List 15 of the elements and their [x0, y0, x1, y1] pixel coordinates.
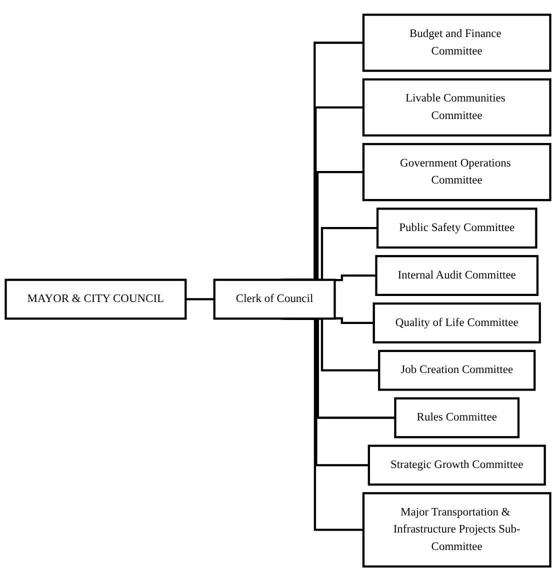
node-box: MAYOR & CITY COUNCIL	[4, 278, 187, 320]
connector	[334, 274, 376, 282]
node-box: Quality of Life Committee	[372, 302, 541, 344]
node-box: Internal Audit Committee	[375, 254, 539, 296]
node-box: Government Operations Committee	[362, 142, 552, 202]
node-box: Livable Communities Committee	[362, 78, 552, 136]
node-box: Job Creation Committee	[378, 350, 536, 391]
connector	[334, 317, 374, 324]
node-box: Strategic Growth Committee	[368, 444, 546, 486]
node-box: Rules Committee	[394, 397, 520, 438]
connector	[186, 298, 214, 300]
node-box: Clerk of Council	[213, 278, 336, 320]
node-box: Public Safety Committee	[376, 208, 538, 248]
node-box: Budget and Finance Committee	[362, 14, 552, 72]
node-box: Major Transportation & Infrastructure Projects Sub-Committee	[362, 492, 552, 568]
